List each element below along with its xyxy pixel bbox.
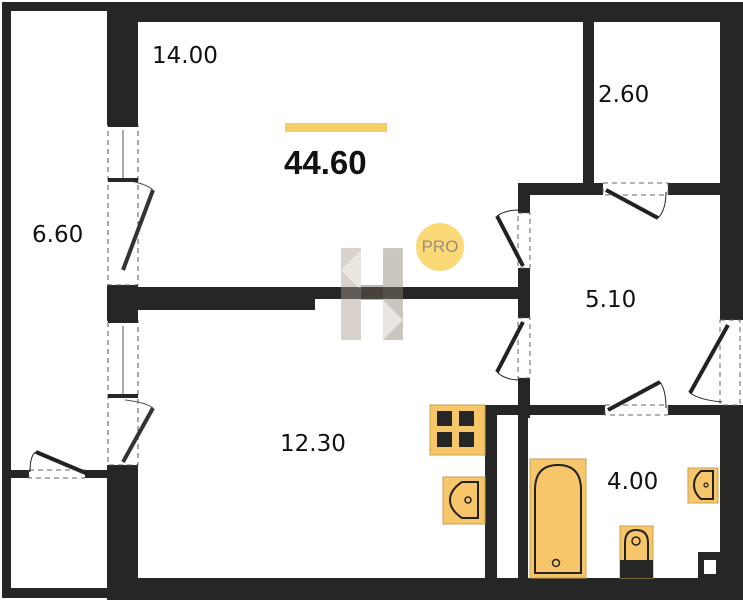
window-frames: [108, 122, 138, 398]
total-area: 44.60: [284, 144, 367, 181]
total-area-underline: [285, 123, 387, 132]
room-area-bathroom: 4.00: [607, 469, 659, 495]
pro-badge: PRO: [416, 223, 464, 271]
doors: [28, 182, 741, 479]
stove-icon: [429, 404, 486, 456]
room-area-living: 14.00: [152, 43, 218, 69]
room-area-hall: 5.10: [585, 287, 637, 313]
toilet-icon: [619, 525, 654, 579]
logo-watermark: [341, 248, 403, 340]
kitchen-sink-icon: [442, 476, 486, 525]
bathtub-icon: [529, 458, 587, 579]
windows: [107, 124, 155, 466]
bathroom-sink-icon: [687, 467, 719, 504]
room-area-kitchen: 12.30: [280, 431, 346, 457]
room-area-storage: 2.60: [598, 82, 650, 108]
room-area-balcony: 6.60: [32, 222, 84, 248]
